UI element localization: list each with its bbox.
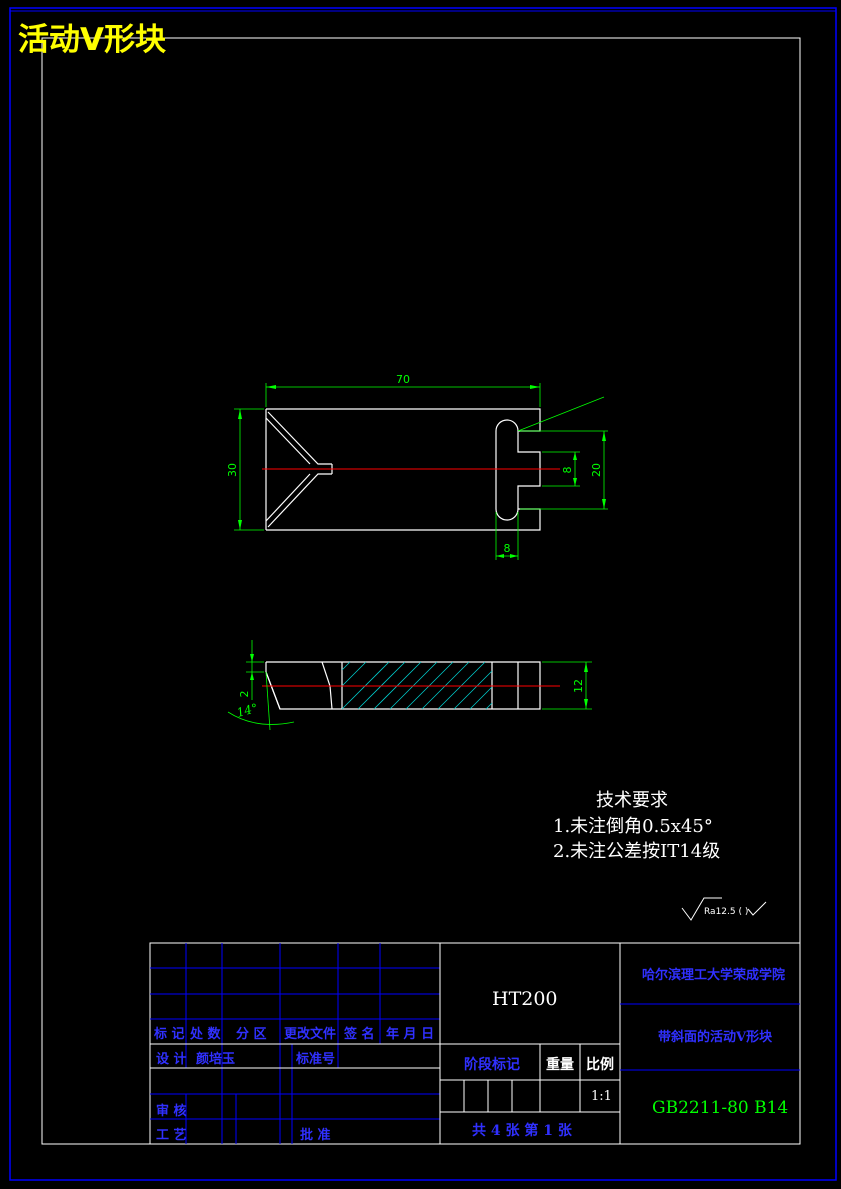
rev-header-mark: 标 记 — [154, 1027, 185, 1042]
rev-header-count: 处 数 — [190, 1027, 221, 1042]
front-view-outline — [265, 661, 541, 710]
dim-text-30: 30 — [226, 463, 239, 477]
part-name: 带斜面的活动V形块 — [658, 1030, 773, 1045]
dim-text-8-horizontal: 8 — [504, 542, 511, 555]
surface-finish-text: Ra12.5 ( ) — [704, 907, 748, 917]
v-groove-lower — [267, 473, 332, 528]
rev-header-doc: 更改文件 — [284, 1027, 337, 1042]
material: HT200 — [492, 988, 558, 1010]
outer-frame — [9, 7, 837, 1181]
design-label: 设 计 — [156, 1052, 187, 1067]
rev-header-zone: 分 区 — [236, 1027, 267, 1042]
front-view: 12 2 14° — [227, 640, 592, 731]
weight-label: 重量 — [546, 1057, 574, 1073]
title-block-grid — [149, 942, 801, 1145]
top-view: 70 30 20 8 8 — [226, 373, 608, 560]
school-name: 哈尔滨理工大学荣成学院 — [642, 968, 786, 983]
tech-requirement-item: 2.未注公差按IT14级 — [553, 841, 721, 862]
scale-label: 比例 — [586, 1057, 614, 1073]
standardize-label: 标准号 — [296, 1052, 336, 1067]
tech-requirements-heading: 技术要求 — [596, 790, 668, 811]
dim-text-20: 20 — [590, 463, 603, 477]
tech-requirement-item: 1.未注倒角0.5x45° — [553, 816, 713, 837]
rev-header-sign: 签 名 — [344, 1027, 375, 1042]
dim-text-12: 12 — [572, 679, 585, 693]
process-label: 工 艺 — [156, 1128, 187, 1143]
sheet-count: 共 4 张 第 1 张 — [472, 1123, 572, 1139]
dim-text-angle: 14° — [235, 701, 259, 720]
top-view-outline-bottom — [266, 508, 541, 531]
dim-text-8-vertical: 8 — [561, 467, 574, 474]
v-groove-upper — [267, 411, 332, 465]
dim-text-70: 70 — [396, 373, 410, 386]
drawing-number: GB2211-80 B14 — [652, 1098, 789, 1118]
leader-line — [517, 396, 605, 432]
dim-text-2: 2 — [238, 691, 251, 698]
rev-header-date: 年 月 日 — [386, 1027, 435, 1042]
approve-label: 批 准 — [300, 1128, 331, 1143]
drawing-title: 活动V形块 — [18, 22, 166, 58]
top-view-outline-top — [266, 408, 541, 432]
scale-value: 1:1 — [591, 1089, 612, 1104]
angle-arc — [227, 711, 295, 725]
check-label: 审 核 — [156, 1104, 187, 1119]
stage-label: 阶段标记 — [464, 1057, 520, 1073]
designer-name: 颜培玉 — [196, 1052, 236, 1067]
surface-finish-symbol: Ra12.5 ( ) — [681, 897, 767, 921]
top-view-slot — [495, 419, 541, 521]
